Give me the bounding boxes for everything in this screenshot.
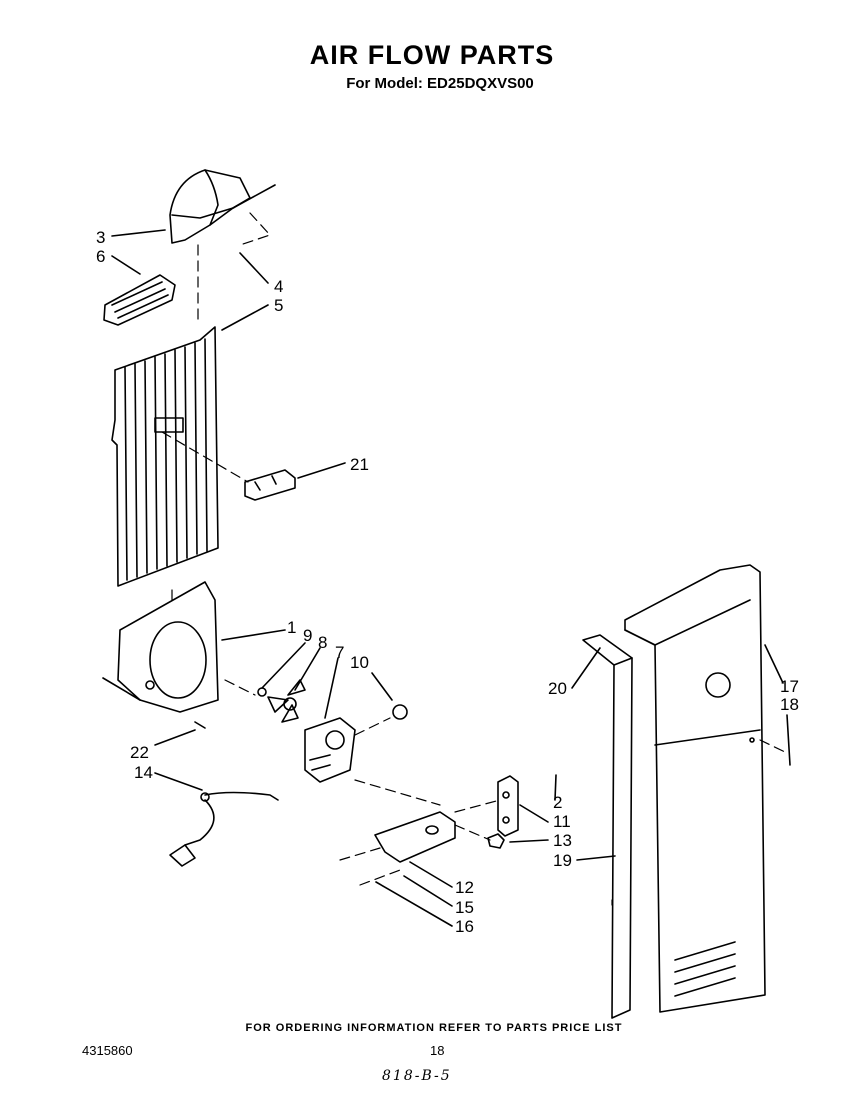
callout-1: 1 — [287, 618, 296, 637]
part-rear-cover — [624, 564, 766, 1013]
callout-7: 7 — [335, 643, 344, 662]
part-grille — [103, 274, 176, 326]
page-title: AIR FLOW PARTS — [309, 40, 555, 70]
part-wire-harness — [169, 791, 279, 867]
ordering-note: FOR ORDERING INFORMATION REFER TO PARTS … — [245, 1022, 623, 1034]
part-clip — [257, 687, 267, 697]
part-fan-shroud — [102, 581, 219, 713]
callout-16: 16 — [455, 917, 474, 936]
callout-10: 10 — [350, 653, 369, 672]
callout-12: 12 — [455, 878, 474, 897]
callout-22: 22 — [130, 743, 149, 762]
callout-18: 18 — [780, 695, 799, 714]
model-subtitle: For Model: ED25DQXVS00 — [346, 75, 534, 92]
callout-17: 17 — [780, 677, 799, 696]
callout-5: 5 — [274, 296, 283, 315]
part-small-bracket — [244, 469, 296, 501]
page-number: 18 — [430, 1043, 445, 1058]
document-number: 4315860 — [82, 1043, 133, 1058]
part-side-channel — [582, 634, 633, 1019]
part-nut — [487, 833, 505, 849]
part-motor-bracket — [374, 811, 456, 863]
leader-lines — [111, 229, 791, 927]
callout-20: 20 — [548, 679, 567, 698]
callout-19: 19 — [553, 851, 572, 870]
handwritten-note: 818-B-5 — [382, 1068, 452, 1084]
part-upper-duct — [169, 169, 276, 244]
assembly-lines — [161, 212, 786, 906]
part-screw-22 — [194, 721, 206, 729]
callout-3: 3 — [96, 228, 105, 247]
callout-13: 13 — [553, 831, 572, 850]
part-grommet — [392, 704, 408, 720]
callout-14: 14 — [134, 763, 153, 782]
callout-2: 2 — [553, 793, 562, 812]
callout-21: 21 — [350, 455, 369, 474]
callout-4: 4 — [274, 277, 283, 296]
part-fan-blade — [267, 679, 306, 723]
part-mounting-bracket — [497, 775, 519, 837]
callout-15: 15 — [455, 898, 474, 917]
part-fan-motor — [304, 717, 356, 783]
callout-6: 6 — [96, 247, 105, 266]
callout-9: 9 — [303, 626, 312, 645]
part-evaporator-cover — [111, 326, 219, 587]
callout-11: 11 — [553, 812, 571, 831]
callout-8: 8 — [318, 633, 327, 652]
